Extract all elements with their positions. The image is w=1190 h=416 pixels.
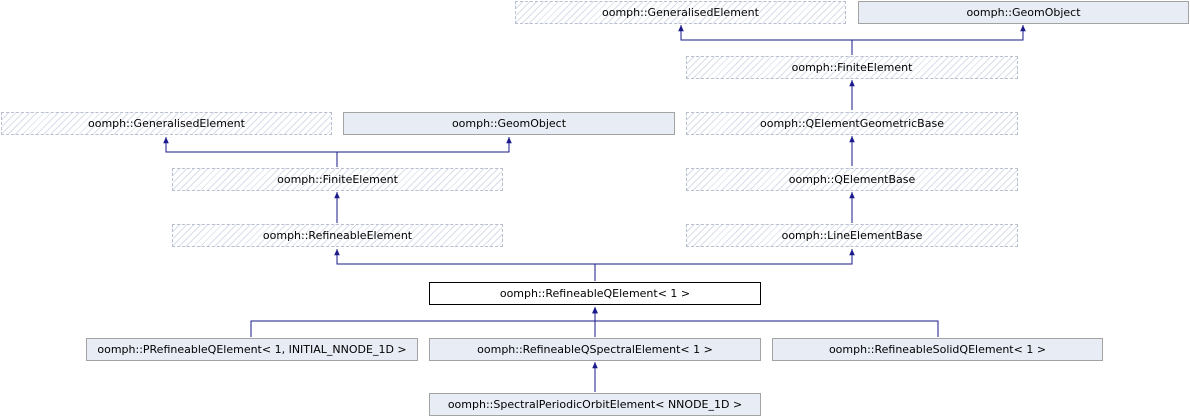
- node-right-finite-element[interactable]: oomph::FiniteElement: [686, 56, 1018, 79]
- node-refineable-element[interactable]: oomph::RefineableElement: [172, 224, 503, 247]
- node-top-geom-object[interactable]: oomph::GeomObject: [858, 1, 1189, 24]
- node-label: oomph::SpectralPeriodicOrbitElement< NNO…: [447, 398, 743, 411]
- node-label: oomph::FiniteElement: [791, 61, 913, 74]
- node-label: oomph::FiniteElement: [277, 173, 398, 186]
- node-left-finite-element[interactable]: oomph::FiniteElement: [172, 168, 503, 191]
- node-left-geom-object[interactable]: oomph::GeomObject: [343, 112, 675, 135]
- node-refineable-qelement[interactable]: oomph::RefineableQElement< 1 >: [429, 282, 761, 305]
- edge-left-finite-to-left-generalised: [163, 137, 338, 167]
- node-label: oomph::GeneralisedElement: [602, 6, 759, 19]
- node-label: oomph::RefineableSolidQElement< 1 >: [828, 343, 1047, 356]
- node-label: oomph::RefineableElement: [262, 229, 413, 242]
- node-label: oomph::RefineableQElement< 1 >: [499, 287, 691, 300]
- node-label: oomph::GeomObject: [451, 117, 567, 130]
- edge-right-finite-to-top-geom: [851, 25, 1026, 55]
- edge-rqe-to-line: [594, 249, 855, 281]
- node-prefineable-qelement[interactable]: oomph::PRefineableQElement< 1, INITIAL_N…: [86, 338, 418, 361]
- edge-rsolid-to-rqe: [592, 307, 939, 337]
- node-qelement-base[interactable]: oomph::QElementBase: [686, 168, 1018, 191]
- node-label: oomph::QElementGeometricBase: [760, 117, 944, 130]
- node-refineable-solid-qelement[interactable]: oomph::RefineableSolidQElement< 1 >: [772, 338, 1103, 361]
- node-qelement-geometric-base[interactable]: oomph::QElementGeometricBase: [686, 112, 1018, 135]
- node-label: oomph::PRefineableQElement< 1, INITIAL_N…: [97, 343, 407, 356]
- node-label: oomph::GeomObject: [966, 6, 1081, 19]
- node-left-generalised-element[interactable]: oomph::GeneralisedElement: [1, 112, 332, 135]
- node-line-element-base[interactable]: oomph::LineElementBase: [686, 224, 1018, 247]
- node-label: oomph::RefineableQSpectralElement< 1 >: [477, 343, 713, 356]
- node-spectral-periodic-orbit-element[interactable]: oomph::SpectralPeriodicOrbitElement< NNO…: [429, 393, 761, 416]
- edge-right-finite-to-top-generalised: [678, 25, 853, 55]
- node-refineable-qspectral-element[interactable]: oomph::RefineableQSpectralElement< 1 >: [429, 338, 761, 361]
- node-top-generalised-element[interactable]: oomph::GeneralisedElement: [515, 1, 846, 24]
- edge-left-finite-to-left-geom: [336, 137, 512, 167]
- node-label: oomph::QElementBase: [788, 173, 916, 186]
- node-label: oomph::LineElementBase: [781, 229, 923, 242]
- edge-rqe-to-refineable: [334, 249, 596, 281]
- edge-prefineable-to-rqe: [250, 307, 598, 337]
- node-label: oomph::GeneralisedElement: [88, 117, 245, 130]
